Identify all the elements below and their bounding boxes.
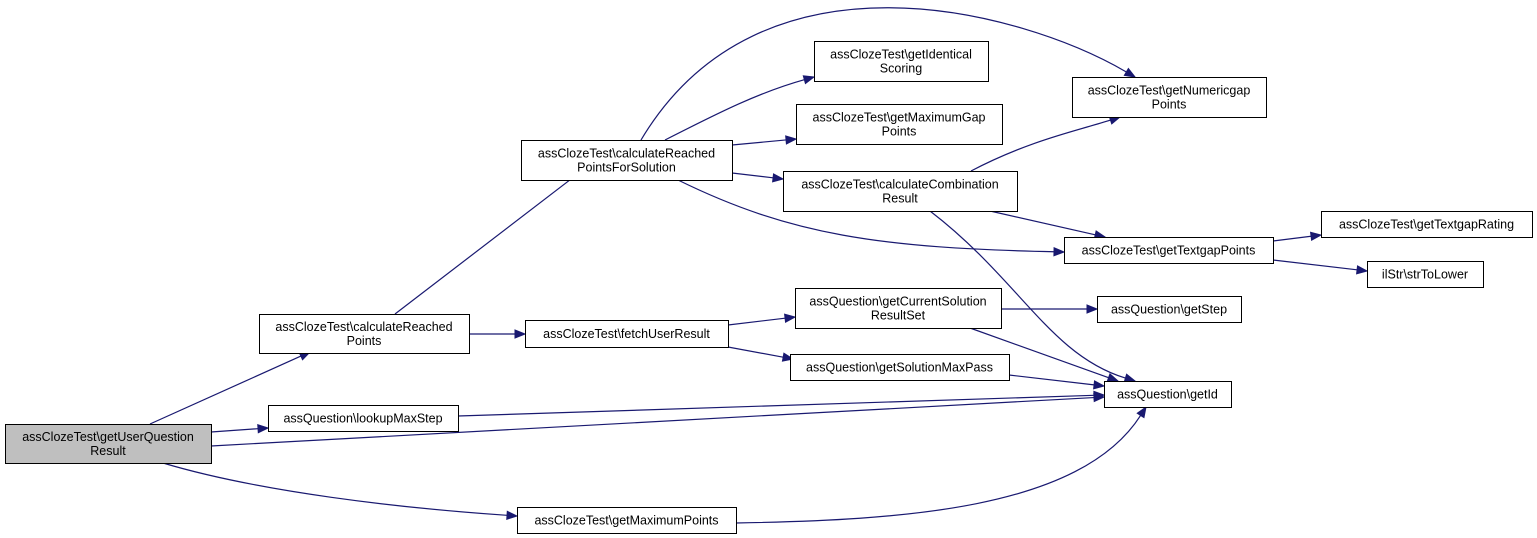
node-box-getMaximumPoints[interactable] — [517, 507, 737, 534]
arrowhead-calculateReachedPointsForSolution-to-calculateCombinationResult — [772, 173, 785, 183]
arrowhead-lookupMaxStep-to-getId — [1093, 390, 1106, 401]
node-label-getTextgapRating-line-0: assClozeTest\getTextgapRating — [1339, 218, 1514, 232]
node-box-calculateReachedPointsForSolution[interactable] — [521, 140, 733, 181]
arrowhead-getTextgapPoints-to-getTextgapRating — [1309, 231, 1323, 242]
nodes-layer: assClozeTest\getUserQuestionResultassClo… — [5, 41, 1533, 534]
node-label-getCurrentSolutionResultSet-line-0: assQuestion\getCurrentSolution — [809, 295, 986, 309]
edge-calculateCombinationResult-to-getNumericgapPoints — [970, 119, 1111, 172]
arrowhead-getTextgapPoints-to-strToLower — [1356, 265, 1369, 275]
edge-getSolutionMaxPass-to-getId — [1008, 374, 1095, 386]
node-label-calculateReachedPointsForSolution-line-0: assClozeTest\calculateReached — [538, 147, 715, 161]
node-label-calculateReachedPoints-line-1: Points — [347, 334, 382, 348]
node-box-strToLower[interactable] — [1367, 261, 1484, 288]
node-calculateReachedPointsForSolution[interactable]: assClozeTest\calculateReachedPointsForSo… — [521, 140, 733, 181]
arrowhead-getUserQuestionResult-to-getMaximumPoints — [506, 510, 519, 521]
arrowhead-getSolutionMaxPass-to-getId — [1093, 380, 1106, 390]
node-label-getId-line-0: assQuestion\getId — [1117, 388, 1218, 402]
edge-calculateReachedPointsForSolution-to-getMaximumGapPoints — [731, 139, 787, 146]
node-label-getUserQuestionResult-line-0: assClozeTest\getUserQuestion — [22, 430, 194, 444]
edge-calculateReachedPointsForSolution-to-getNumericgapPoints — [640, 7, 1127, 141]
edge-getUserQuestionResult-to-getMaximumPoints — [162, 462, 508, 516]
edge-calculateReachedPointsForSolution-to-getTextgapPoints — [677, 179, 1055, 253]
node-label-fetchUserResult-line-0: assClozeTest\fetchUserResult — [543, 327, 710, 341]
arrowhead-getCurrentSolutionResultSet-to-getStep — [1086, 304, 1099, 314]
node-label-calculateCombinationResult-line-1: Result — [882, 192, 918, 206]
node-box-getId[interactable] — [1104, 381, 1232, 408]
node-label-getIdenticalScoring-line-0: assClozeTest\getIdentical — [830, 48, 972, 62]
node-fetchUserResult[interactable]: assClozeTest\fetchUserResult — [525, 320, 729, 348]
edge-getUserQuestionResult-to-calculateReachedPoints — [149, 355, 302, 425]
edge-getCurrentSolutionResultSet-to-getId — [969, 327, 1109, 379]
node-box-getSolutionMaxPass[interactable] — [790, 354, 1010, 381]
node-box-getTextgapRating[interactable] — [1321, 211, 1533, 238]
node-label-getIdenticalScoring-line-1: Scoring — [880, 62, 922, 76]
node-box-getNumericgapPoints[interactable] — [1072, 77, 1267, 118]
edge-calculateReachedPoints-to-calculateReachedPointsForSolution — [394, 168, 585, 315]
arrowhead-getUserQuestionResult-to-lookupMaxStep — [257, 424, 270, 434]
arrowhead-calculateReachedPoints-to-fetchUserResult — [514, 329, 527, 339]
edge-lookupMaxStep-to-getId — [457, 394, 1095, 417]
node-lookupMaxStep[interactable]: assQuestion\lookupMaxStep — [268, 405, 459, 432]
node-label-calculateReachedPointsForSolution-line-1: PointsForSolution — [577, 161, 676, 175]
node-box-lookupMaxStep[interactable] — [268, 405, 459, 432]
node-getSolutionMaxPass[interactable]: assQuestion\getSolutionMaxPass — [790, 354, 1010, 381]
node-label-getNumericgapPoints-line-0: assClozeTest\getNumericgap — [1088, 84, 1251, 98]
edge-getTextgapPoints-to-getTextgapRating — [1272, 235, 1312, 242]
node-box-getTextgapPoints[interactable] — [1064, 237, 1274, 264]
node-label-getMaximumPoints-line-0: assClozeTest\getMaximumPoints — [534, 514, 718, 528]
node-getStep[interactable]: assQuestion\getStep — [1097, 296, 1242, 323]
arrowhead-calculateReachedPointsForSolution-to-getIdenticalScoring — [802, 75, 816, 85]
node-getMaximumPoints[interactable]: assClozeTest\getMaximumPoints — [517, 507, 737, 534]
edge-calculateReachedPointsForSolution-to-getIdenticalScoring — [664, 79, 805, 141]
node-box-calculateReachedPoints[interactable] — [259, 314, 470, 354]
node-label-strToLower-line-0: ilStr\strToLower — [1382, 268, 1468, 282]
edge-calculateCombinationResult-to-getTextgapPoints — [989, 210, 1096, 236]
edge-getUserQuestionResult-to-getId — [210, 396, 1095, 447]
node-getTextgapRating[interactable]: assClozeTest\getTextgapRating — [1321, 211, 1533, 238]
arrowhead-calculateCombinationResult-to-getId — [1123, 373, 1137, 383]
node-label-getTextgapPoints-line-0: assClozeTest\getTextgapPoints — [1082, 244, 1256, 258]
edge-getMaximumPoints-to-getId — [735, 415, 1142, 524]
arrowhead-calculateReachedPointsForSolution-to-getMaximumGapPoints — [785, 135, 798, 145]
node-label-getCurrentSolutionResultSet-line-1: ResultSet — [871, 309, 926, 323]
node-label-getNumericgapPoints-line-1: Points — [1152, 98, 1187, 112]
node-label-calculateReachedPoints-line-0: assClozeTest\calculateReached — [275, 320, 452, 334]
node-label-lookupMaxStep-line-0: assQuestion\lookupMaxStep — [283, 412, 442, 426]
node-strToLower[interactable]: ilStr\strToLower — [1367, 261, 1484, 288]
node-box-getMaximumGapPoints[interactable] — [796, 104, 1003, 145]
node-label-getMaximumGapPoints-line-1: Points — [882, 125, 917, 139]
node-box-getCurrentSolutionResultSet[interactable] — [795, 288, 1002, 329]
node-box-getStep[interactable] — [1097, 296, 1242, 323]
arrowhead-calculateReachedPointsForSolution-to-getTextgapPoints — [1053, 247, 1066, 257]
node-box-getUserQuestionResult[interactable] — [5, 424, 212, 464]
arrowhead-getMaximumPoints-to-getId — [1136, 405, 1147, 419]
node-box-getIdenticalScoring[interactable] — [814, 41, 989, 82]
node-label-getUserQuestionResult-line-1: Result — [90, 444, 126, 458]
node-label-calculateCombinationResult-line-0: assClozeTest\calculateCombination — [801, 178, 998, 192]
edges-layer — [149, 7, 1369, 524]
arrowhead-fetchUserResult-to-getCurrentSolutionResultSet — [784, 313, 797, 323]
edge-fetchUserResult-to-getCurrentSolutionResultSet — [727, 317, 786, 326]
edge-calculateReachedPointsForSolution-to-calculateCombinationResult — [731, 172, 774, 179]
node-box-fetchUserResult[interactable] — [525, 320, 729, 348]
edge-calculateCombinationResult-to-getId — [929, 210, 1126, 379]
edge-fetchUserResult-to-getSolutionMaxPass — [727, 346, 784, 358]
edge-getUserQuestionResult-to-lookupMaxStep — [210, 428, 259, 433]
edge-getTextgapPoints-to-strToLower — [1272, 259, 1358, 271]
node-label-getStep-line-0: assQuestion\getStep — [1111, 303, 1227, 317]
node-getTextgapPoints[interactable]: assClozeTest\getTextgapPoints — [1064, 237, 1274, 264]
node-label-getMaximumGapPoints-line-0: assClozeTest\getMaximumGap — [813, 111, 986, 125]
node-box-calculateCombinationResult[interactable] — [783, 171, 1018, 212]
arrowhead-calculateReachedPointsForSolution-to-getNumericgapPoints — [1123, 67, 1137, 78]
node-label-getSolutionMaxPass-line-0: assQuestion\getSolutionMaxPass — [806, 361, 993, 375]
node-getId[interactable]: assQuestion\getId — [1104, 381, 1232, 408]
